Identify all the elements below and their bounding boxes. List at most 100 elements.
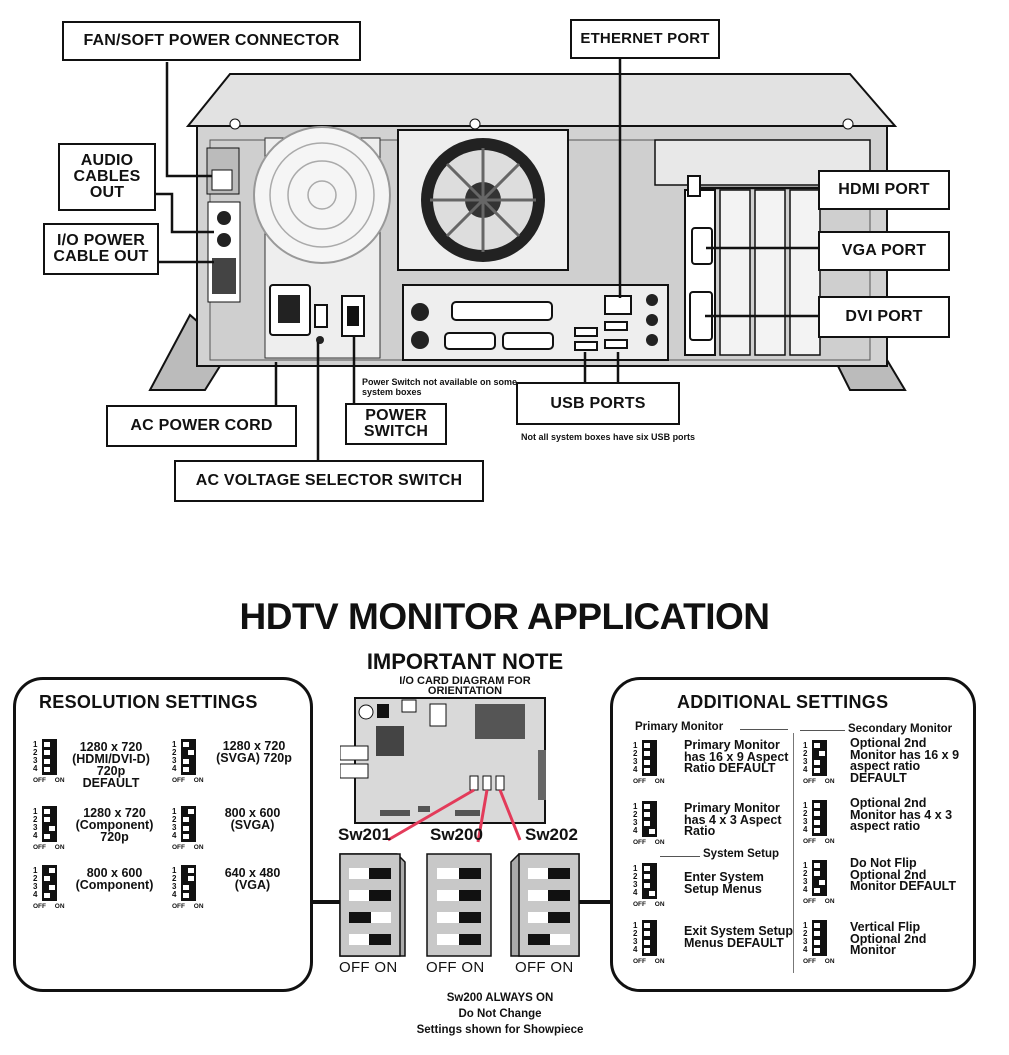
dip-knob-on <box>650 751 655 757</box>
dip-knob-off <box>183 750 188 756</box>
primary-monitor-heading: Primary Monitor <box>635 721 724 733</box>
resolution-setting-label: 1280 x 720 (HDMI/DVI-D) 720p DEFAULT <box>72 740 150 790</box>
dip-slot <box>814 743 825 748</box>
dip-slot <box>814 751 825 757</box>
dip-knob-on <box>820 931 825 937</box>
ac-voltage-selector-switch-label: AC VOLTAGE SELECTOR SWITCH <box>174 460 484 502</box>
resolution-setting-label: 800 x 600 (SVGA) <box>224 806 281 832</box>
dip-off-on-label: OFF ON <box>803 958 835 965</box>
system-setup-label: Enter System Setup Menus <box>684 870 764 896</box>
dip-knob-on <box>650 931 655 937</box>
dip-knob-on <box>820 819 825 825</box>
dip-knob-on <box>820 863 825 868</box>
secondary-heading-rule <box>800 730 845 731</box>
dip-slot <box>644 767 655 773</box>
dip-slot <box>814 759 825 765</box>
sw200-off-on: OFF ON <box>426 959 485 976</box>
dip-knob-on <box>650 743 655 748</box>
dip-knob-on <box>820 923 825 928</box>
dip-body <box>181 739 196 775</box>
dip-off-on-label: OFF ON <box>633 958 665 965</box>
dip-knob-on <box>650 812 655 818</box>
dip-knob-off <box>44 825 49 831</box>
dip-body <box>642 801 657 837</box>
dip-slot <box>814 939 825 945</box>
dip-slot <box>644 866 655 871</box>
dip-knob-on <box>820 887 825 893</box>
dip-knob-on <box>820 803 825 808</box>
dip-knob-off <box>814 751 819 757</box>
dip-slot <box>814 863 825 868</box>
dip-slot <box>814 767 825 773</box>
secondary-monitor-label: Optional 2nd Monitor has 4 x 3 aspect ra… <box>850 796 953 833</box>
dip-knob-on <box>189 884 194 890</box>
dip-slot <box>44 868 55 873</box>
dip-off-on-label: OFF ON <box>172 903 204 910</box>
dip-knob-on <box>650 820 655 826</box>
dip-body <box>812 920 827 956</box>
audio-cables-out-label: AUDIO CABLES OUT <box>58 143 156 211</box>
dip-knob-on <box>820 759 825 765</box>
dip-body <box>42 865 57 901</box>
dip-slot <box>644 874 655 880</box>
dip-knob-on <box>50 750 55 756</box>
dip-knob-on <box>820 743 825 748</box>
dip-slot <box>44 809 55 814</box>
dip-off-on-label: OFF ON <box>803 898 835 905</box>
dip-slot <box>44 817 55 823</box>
dip-slot <box>183 892 194 898</box>
dip-knob-on <box>650 767 655 773</box>
power-switch-note: Power Switch not available on some syste… <box>362 377 518 397</box>
resolution-settings-panel <box>13 677 313 992</box>
switch-footer-line-3: Settings shown for Showpiece <box>416 1024 584 1036</box>
primary-monitor-label: Primary Monitor has 16 x 9 Aspect Ratio … <box>684 738 789 775</box>
primary-heading-rule <box>740 729 788 730</box>
dip-knob-on <box>820 767 825 773</box>
dip-slot <box>644 939 655 945</box>
system-setup-heading: System Setup <box>703 848 780 860</box>
dip-knob-on <box>189 833 194 839</box>
dip-knob-on <box>50 766 55 772</box>
resolution-setting-label: 640 x 480 (VGA) <box>224 866 281 892</box>
dip-slot <box>44 876 55 882</box>
primary-monitor-label: Primary Monitor has 4 x 3 Aspect Ratio <box>684 801 782 838</box>
sw200-label: Sw200 <box>430 825 483 844</box>
switch-footer-line-2: Do Not Change <box>458 1008 542 1020</box>
dip-body <box>181 865 196 901</box>
dip-slot <box>183 884 194 890</box>
dip-slot <box>44 892 55 898</box>
left-connector-line <box>313 900 341 904</box>
dip-body <box>42 806 57 842</box>
usb-note: Not all system boxes have six USB ports <box>521 432 696 442</box>
dip-slot <box>644 743 655 748</box>
usb-ports-label: USB PORTS <box>516 382 680 425</box>
dip-off-on-label: OFF ON <box>33 844 65 851</box>
dip-body <box>642 920 657 956</box>
dip-knob-on <box>50 817 55 823</box>
dip-slot <box>183 758 194 764</box>
resolution-setting-label: 800 x 600 (Component) <box>75 866 154 892</box>
dip-knob-on <box>650 804 655 809</box>
dip-slot <box>44 884 55 890</box>
dip-slot <box>44 758 55 764</box>
dip-off-on-label: OFF ON <box>172 844 204 851</box>
dip-slot <box>183 876 194 882</box>
dip-slot <box>644 947 655 953</box>
dip-body <box>42 739 57 775</box>
